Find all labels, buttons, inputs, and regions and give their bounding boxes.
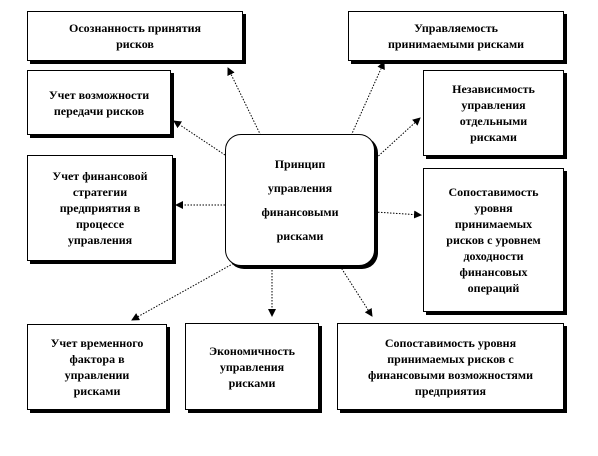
arrow-to-transfer (173, 120, 226, 156)
arrow-to-return-comparability (374, 210, 422, 219)
arrow-to-independence (373, 117, 421, 161)
arrow-to-time-factor (131, 261, 237, 321)
arrow-to-capability-comparability (339, 265, 373, 317)
arrow-to-manageability (349, 61, 385, 139)
arrow-to-awareness (227, 67, 263, 139)
